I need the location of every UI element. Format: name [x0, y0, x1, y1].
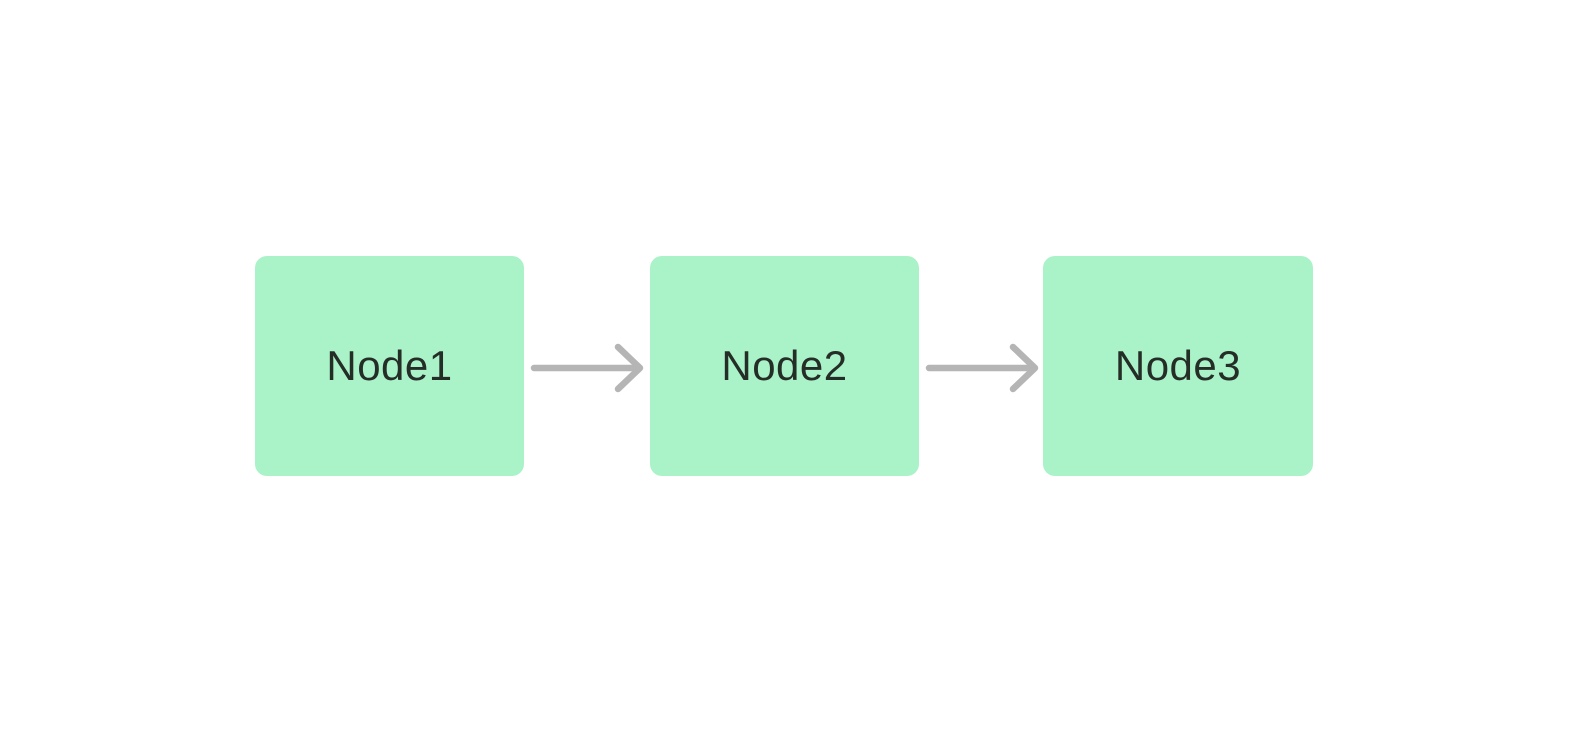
- edge-node1-to-node2: [527, 330, 649, 406]
- flow-node-node2[interactable]: Node2: [650, 256, 919, 476]
- flow-node-node1[interactable]: Node1: [255, 256, 524, 476]
- flow-node-node3[interactable]: Node3: [1043, 256, 1313, 476]
- arrow-right-icon: [530, 343, 644, 393]
- node-label: Node3: [1114, 342, 1242, 389]
- node-label: Node2: [721, 342, 848, 389]
- edge-node2-to-node3: [922, 330, 1044, 406]
- arrow-right-icon: [925, 343, 1039, 393]
- node-label: Node1: [326, 342, 453, 389]
